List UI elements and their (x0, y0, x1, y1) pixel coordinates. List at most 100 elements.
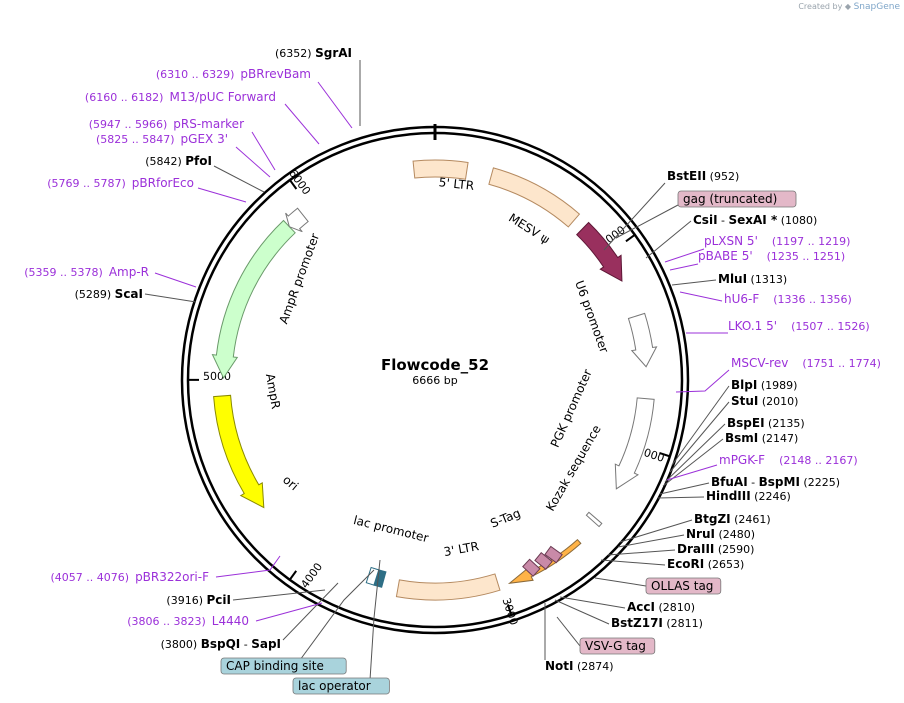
enzyme-name-2: SapI (251, 637, 281, 651)
primer-m13-puc-forward: (6160 .. 6182)M13/pUC Forward (85, 90, 276, 104)
enzyme-position: (2010) (758, 395, 798, 408)
enzyme-name: ScaI (115, 287, 143, 301)
boxed-bg-lac-operator (292, 677, 390, 695)
enzyme-position: (2225) (800, 476, 840, 489)
enzyme-position: (2811) (663, 617, 703, 630)
credit-brand: SnapGene (853, 2, 900, 12)
enzyme-label-bfuai: BfuAI - BspMI (2225) (711, 475, 840, 489)
leader-stui (669, 401, 730, 473)
primer-range: (1235 .. 1251) (767, 250, 846, 263)
tick-1000 (625, 234, 636, 243)
tick-4000 (288, 570, 298, 581)
primer-label-pgex-3: (5825 .. 5847)pGEX 3' (96, 132, 228, 146)
enzyme-position: (3800) (161, 638, 201, 651)
leader-blpi (671, 385, 730, 466)
enzyme-label-bspei: BspEI (2135) (727, 416, 805, 430)
enzyme-label-scai: (5289) ScaI (75, 287, 143, 301)
enzyme-name: HindIII (706, 489, 751, 503)
primer-label-plxsn-5: pLXSN 5'(1197 .. 1219) (704, 234, 850, 248)
primer-name: pBRforEco (132, 176, 194, 190)
enzyme-name: EcoRI (667, 557, 704, 571)
leader-ecori (600, 559, 666, 566)
enzyme-pfoi: (5842) PfoI (145, 154, 212, 168)
tick-label-6000: 6000 (286, 167, 313, 197)
leader-pgex-3 (235, 146, 271, 178)
leader-pbabe-5 (669, 263, 699, 271)
primer-name: L4440 (212, 614, 249, 628)
primer-range: (1507 .. 1526) (791, 320, 870, 333)
enzyme-position: (6352) (275, 47, 315, 60)
primer-range: (5947 .. 5966) (89, 118, 168, 131)
enzyme-csii: CsiI - SexAI * (1080) (693, 213, 817, 227)
primer-pgex-3: (5825 .. 5847)pGEX 3' (96, 132, 228, 146)
inner-label-lac-promoter: lac promoter (352, 513, 430, 545)
primer-l4440: (3806 .. 3823)L4440 (127, 614, 249, 628)
enzyme-position: (2246) (751, 490, 791, 503)
enzyme-name: MluI (718, 272, 747, 286)
leader-vsv-g-tag (556, 616, 581, 647)
enzyme-label-pcii: (3916) PciI (166, 593, 231, 607)
primer-plxsn-5: pLXSN 5'(1197 .. 1219) (704, 234, 850, 248)
primer-amp-r: (5359 .. 5378)Amp-R (24, 265, 149, 279)
leader-bfuai (659, 482, 710, 495)
enzyme-position: (2653) (704, 558, 744, 571)
primer-range: (2148 .. 2167) (779, 454, 858, 467)
plasmid-length: 6666 bp (412, 374, 457, 387)
boxed-bg-gag-truncated (677, 190, 797, 208)
stag-glyph-1 (534, 551, 553, 570)
enzyme-position: (2480) (715, 528, 755, 541)
enzyme-label-bstz17i: BstZ17I (2811) (611, 616, 703, 630)
primer-mpgk-f: mPGK-F(2148 .. 2167) (719, 453, 858, 467)
primer-name: pLXSN 5' (704, 234, 758, 248)
primer-name: pBABE 5' (698, 249, 753, 263)
enzyme-position: (3916) (166, 594, 206, 607)
enzyme-bsteii: BstEII (952) (667, 169, 739, 183)
enzyme-label-blpi: BlpI (1989) (731, 378, 797, 392)
feature-arrows (211, 159, 658, 601)
feature-ampr-promoter (285, 207, 309, 233)
tick-6000 (289, 179, 298, 190)
enzyme-position: (5289) (75, 288, 115, 301)
leader-bsteii (603, 182, 666, 251)
enzyme-label-draiii: DraIII (2590) (677, 542, 754, 556)
leader-hindiii (657, 496, 705, 499)
primer-name: hU6-F (724, 292, 759, 306)
primer-range: (1336 .. 1356) (773, 293, 852, 306)
enzyme-label-nrui: NruI (2480) (686, 527, 755, 541)
inner-label-ori: ori (280, 473, 301, 494)
enzyme-name: PfoI (185, 154, 212, 168)
leader-nrui (617, 534, 685, 548)
snapgene-logo-icon: ◆ (844, 2, 852, 11)
enzyme-label-mlui: MluI (1313) (718, 272, 787, 286)
boxed-gag-truncated: gag (truncated) (677, 190, 797, 208)
enzyme-position: (2461) (731, 513, 771, 526)
enzyme-name: PciI (207, 593, 232, 607)
leader-pbr322ori-f (215, 555, 281, 578)
leader-acci (559, 596, 626, 609)
enzyme-position: (952) (706, 170, 739, 183)
boxed-text-gag-truncated: gag (truncated) (683, 192, 777, 206)
leader-cap-binding-site (299, 569, 375, 661)
boxed-text-ollas-tag: OLLAS tag (651, 579, 713, 593)
boxed-text-lac-operator: lac operator (298, 679, 371, 693)
enzyme-position: (1989) (757, 379, 797, 392)
enzyme-acci: AccI (2810) (627, 600, 695, 614)
inner-label-u6-promoter: U6 promoter (572, 279, 611, 355)
snapgene-credit: Created by ◆ SnapGene (798, 2, 900, 12)
feature-ori (213, 394, 265, 509)
enzyme-position: (2810) (655, 601, 695, 614)
primer-pbr322ori-f: (4057 .. 4076)pBR322ori-F (51, 570, 210, 584)
primer-name: pBR322ori-F (135, 570, 209, 584)
leader-bstz17i (554, 599, 610, 625)
enzyme-label-bsteii: BstEII (952) (667, 169, 739, 183)
primer-label-pbrrevbam: (6310 .. 6329)pBRrevBam (156, 67, 311, 81)
primer-range: (1751 .. 1774) (802, 357, 881, 370)
feature-ollas-tag (507, 538, 582, 584)
primer-lko-1-5: LKO.1 5'(1507 .. 1526) (728, 319, 870, 333)
enzyme-nrui: NruI (2480) (686, 527, 755, 541)
enzyme-label-noti: NotI (2874) (545, 659, 614, 673)
enzyme-noti: NotI (2874) (545, 659, 614, 673)
boxed-text-vsv-g-tag: VSV-G tag (585, 639, 646, 653)
feature-kozak-sequence (585, 511, 603, 528)
primer-name: MSCV-rev (731, 356, 788, 370)
